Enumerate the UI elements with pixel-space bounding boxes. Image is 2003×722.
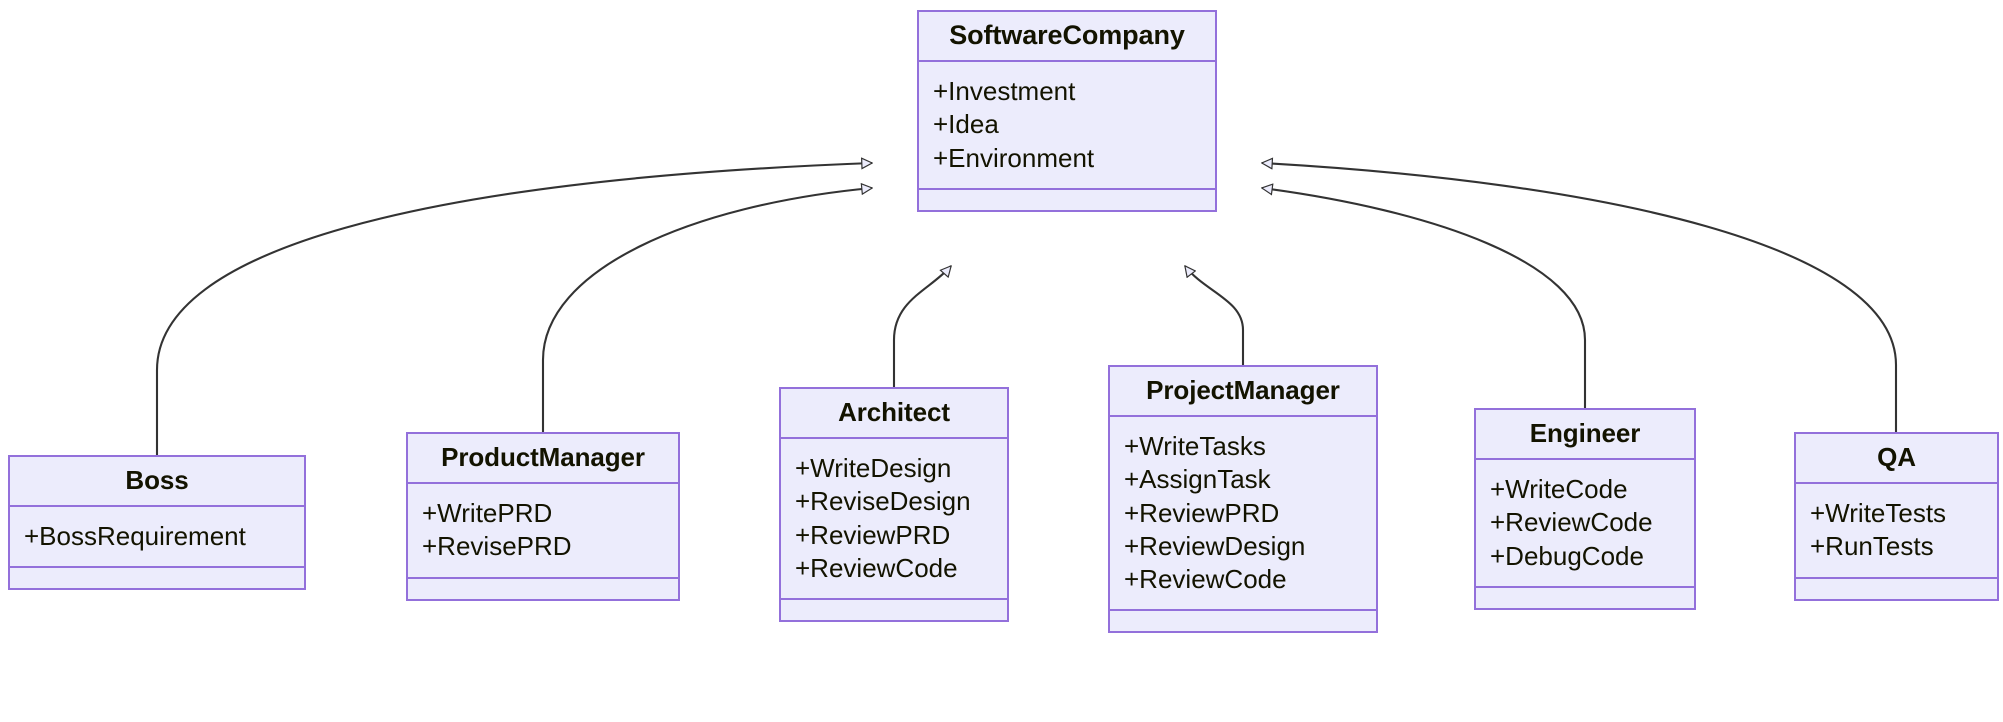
class-methods-projectmanager [1110, 611, 1376, 631]
class-divider [1110, 609, 1376, 612]
class-divider [1476, 585, 1694, 588]
class-title-qa: QA [1877, 442, 1916, 472]
class-node-architect[interactable]: Architect +WriteDesign +ReviseDesign +Re… [779, 387, 1009, 623]
class-attribute: +ReviewCode [1124, 564, 1287, 595]
class-divider [919, 187, 1215, 190]
edge-architect-to-softwarecompany [892, 266, 951, 387]
class-title-projectmanager: ProjectManager [1146, 375, 1340, 405]
class-methods-engineer [1476, 588, 1694, 608]
class-divider [408, 482, 678, 484]
class-title-boss: Boss [125, 465, 189, 495]
class-methods-boss [10, 568, 304, 588]
class-divider [408, 576, 678, 579]
class-attribute: +ReviewPRD [795, 519, 951, 550]
class-node-projectmanager[interactable]: ProjectManager +WriteTasks +AssignTask +… [1108, 365, 1378, 634]
class-attribute: +ReviewCode [795, 552, 958, 583]
class-attribute: +WriteTasks [1124, 431, 1266, 461]
class-node-productmanager[interactable]: ProductManager +WritePRD +RevisePRD [406, 432, 680, 601]
class-attribute: +Environment [933, 142, 1095, 173]
class-divider [1476, 458, 1694, 460]
class-methods-architect [781, 600, 1007, 620]
class-attribute: +WritePRD [422, 498, 553, 528]
class-methods-qa [1796, 579, 1997, 599]
class-title-productmanager: ProductManager [441, 442, 645, 472]
class-divider [1796, 576, 1997, 579]
class-attribute: +BossRequirement [24, 521, 246, 551]
class-attributes-boss: +BossRequirement [10, 507, 304, 566]
class-methods-softwarecompany [919, 190, 1215, 210]
class-attribute: +WriteDesign [795, 453, 952, 483]
class-attribute: +RunTests [1810, 531, 1934, 562]
class-attribute: +AssignTask [1124, 464, 1271, 495]
class-attribute: +ReviewCode [1490, 507, 1653, 538]
class-node-softwarecompany[interactable]: SoftwareCompany +Investment +Idea +Envir… [917, 10, 1217, 212]
class-divider [1796, 482, 1997, 484]
class-attribute: +Investment [933, 76, 1076, 106]
class-divider [781, 437, 1007, 439]
class-divider [919, 60, 1215, 62]
class-title-softwarecompany: SoftwareCompany [949, 20, 1185, 50]
class-divider [1110, 415, 1376, 417]
class-attribute: +WriteCode [1490, 474, 1628, 504]
class-methods-productmanager [408, 579, 678, 599]
class-attributes-qa: +WriteTests +RunTests [1796, 484, 1997, 577]
class-attribute: +WriteTests [1810, 498, 1947, 528]
class-attributes-projectmanager: +WriteTasks +AssignTask +ReviewPRD +Revi… [1110, 417, 1376, 609]
class-node-engineer[interactable]: Engineer +WriteCode +ReviewCode +DebugCo… [1474, 408, 1696, 610]
class-divider [781, 598, 1007, 601]
edge-projectmanager-to-softwarecompany [1185, 266, 1245, 365]
class-title-engineer: Engineer [1529, 418, 1641, 448]
class-attribute: +DebugCode [1490, 540, 1644, 571]
class-title-architect: Architect [838, 397, 950, 427]
edge-boss-to-softwarecompany [155, 163, 872, 455]
class-divider [10, 505, 304, 507]
class-attribute: +ReviewDesign [1124, 530, 1306, 561]
class-attribute: +Idea [933, 109, 999, 140]
class-node-qa[interactable]: QA +WriteTests +RunTests [1794, 432, 1999, 601]
class-attribute: +ReviewPRD [1124, 497, 1280, 528]
class-attributes-softwarecompany: +Investment +Idea +Environment [919, 62, 1215, 188]
class-node-boss[interactable]: Boss +BossRequirement [8, 455, 306, 591]
class-divider [10, 566, 304, 569]
class-attribute: +ReviseDesign [795, 486, 971, 517]
class-attributes-productmanager: +WritePRD +RevisePRD [408, 484, 678, 577]
class-attribute: +RevisePRD [422, 531, 572, 562]
class-attributes-architect: +WriteDesign +ReviseDesign +ReviewPRD +R… [781, 439, 1007, 598]
class-attributes-engineer: +WriteCode +ReviewCode +DebugCode [1476, 460, 1694, 586]
